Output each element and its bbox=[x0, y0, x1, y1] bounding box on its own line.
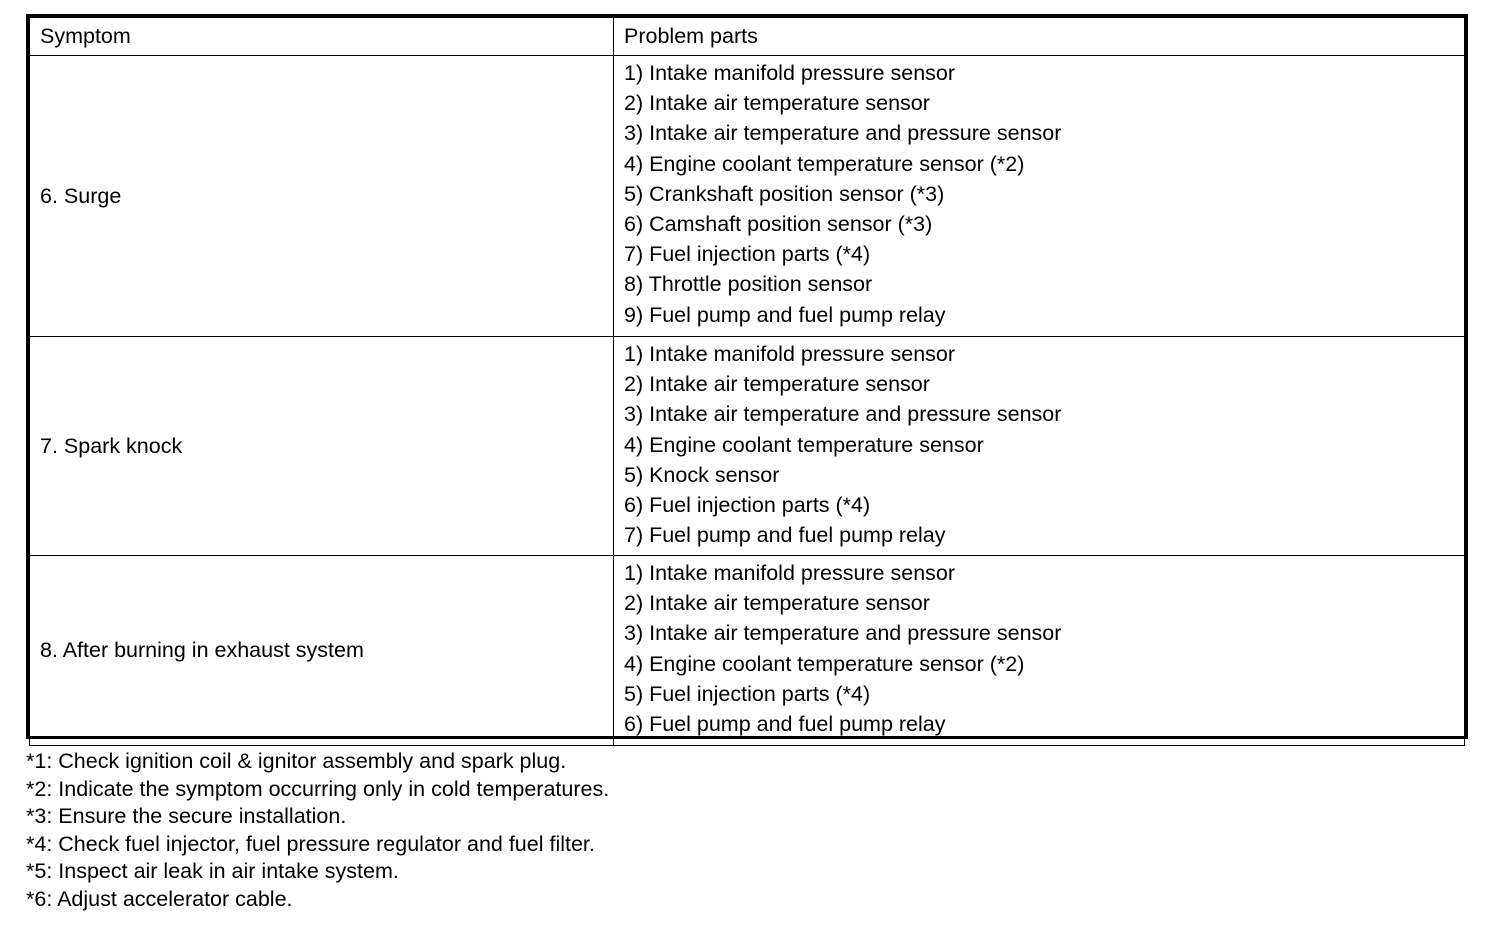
list-item: 9) Fuel pump and fuel pump relay bbox=[624, 302, 946, 327]
footnote: *4: Check fuel injector, fuel pressure r… bbox=[26, 831, 595, 856]
symptom-cell: 6. Surge bbox=[29, 55, 614, 337]
symptom-table: Symptom Problem parts 6. Surge 1) Intake… bbox=[29, 17, 1465, 746]
problem-parts-cell: 1) Intake manifold pressure sensor 2) In… bbox=[613, 336, 1465, 556]
table-row: 6. Surge 1) Intake manifold pressure sen… bbox=[29, 55, 1465, 337]
list-item: 3) Intake air temperature and pressure s… bbox=[624, 402, 1062, 427]
list-item: 7) Fuel injection parts (*4) bbox=[624, 242, 871, 267]
list-item: 5) Crankshaft position sensor (*3) bbox=[624, 181, 945, 206]
list-item: 6) Fuel injection parts (*4) bbox=[624, 493, 871, 518]
parts-list: 1) Intake manifold pressure sensor 2) In… bbox=[624, 558, 1464, 739]
list-item: 4) Engine coolant temperature sensor (*2… bbox=[624, 151, 1025, 176]
list-item: 6) Camshaft position sensor (*3) bbox=[624, 212, 933, 237]
list-item: 1) Intake manifold pressure sensor bbox=[624, 61, 956, 85]
footnote: *2: Indicate the symptom occurring only … bbox=[26, 776, 610, 801]
list-item: 4) Engine coolant temperature sensor bbox=[624, 432, 984, 457]
list-item: 6) Fuel pump and fuel pump relay bbox=[624, 712, 946, 737]
parts-list: 1) Intake manifold pressure sensor 2) In… bbox=[624, 58, 1464, 330]
parts-list: 1) Intake manifold pressure sensor 2) In… bbox=[624, 339, 1464, 550]
header-symptom: Symptom bbox=[29, 17, 614, 56]
footnote: *6: Adjust accelerator cable. bbox=[26, 886, 293, 911]
list-item: 1) Intake manifold pressure sensor bbox=[624, 342, 956, 366]
list-item: 2) Intake air temperature sensor bbox=[624, 91, 930, 116]
symptom-cell: 7. Spark knock bbox=[29, 336, 614, 556]
list-item: 3) Intake air temperature and pressure s… bbox=[624, 121, 1062, 146]
list-item: 8) Throttle position sensor bbox=[624, 272, 873, 297]
footnotes: *1: Check ignition coil & ignitor assemb… bbox=[26, 748, 609, 913]
footnote: *5: Inspect air leak in air intake syste… bbox=[26, 859, 399, 883]
list-item: 5) Knock sensor bbox=[624, 462, 780, 487]
list-item: 3) Intake air temperature and pressure s… bbox=[624, 621, 1062, 646]
problem-parts-cell: 1) Intake manifold pressure sensor 2) In… bbox=[613, 55, 1465, 337]
footnote: *1: Check ignition coil & ignitor assemb… bbox=[26, 749, 567, 773]
list-item: 2) Intake air temperature sensor bbox=[624, 372, 930, 397]
table-row: 8. After burning in exhaust system 1) In… bbox=[29, 555, 1465, 746]
footnote: *3: Ensure the secure installation. bbox=[26, 804, 347, 828]
list-item: 4) Engine coolant temperature sensor (*2… bbox=[624, 651, 1025, 676]
list-item: 2) Intake air temperature sensor bbox=[624, 591, 930, 616]
list-item: 5) Fuel injection parts (*4) bbox=[624, 681, 871, 706]
header-problem-parts: Problem parts bbox=[613, 17, 1465, 56]
list-item: 7) Fuel pump and fuel pump relay bbox=[624, 523, 946, 548]
table-header-row: Symptom Problem parts bbox=[29, 17, 1465, 56]
symptom-cell: 8. After burning in exhaust system bbox=[29, 555, 614, 746]
table-row: 7. Spark knock 1) Intake manifold pressu… bbox=[29, 336, 1465, 556]
problem-parts-cell: 1) Intake manifold pressure sensor 2) In… bbox=[613, 555, 1465, 746]
symptom-table-frame: Symptom Problem parts 6. Surge 1) Intake… bbox=[26, 14, 1468, 746]
list-item: 1) Intake manifold pressure sensor bbox=[624, 561, 956, 585]
